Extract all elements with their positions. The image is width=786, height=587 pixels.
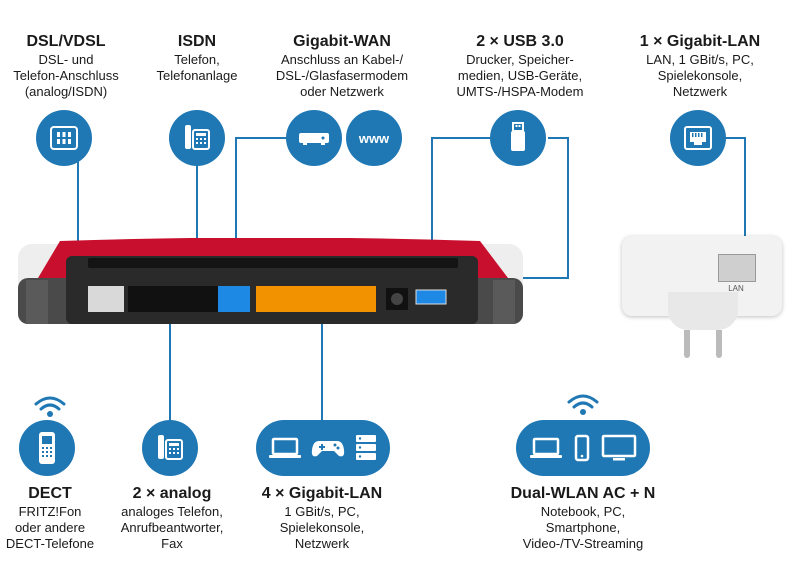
wifi-signal-icon-dect <box>34 396 66 417</box>
router-back-panel <box>18 238 523 324</box>
label-wlan-desc-1: Notebook, PC, <box>540 504 626 519</box>
analog-port-1 <box>158 286 188 312</box>
label-lan4-desc-2: Spielekonsole, <box>279 520 365 535</box>
label-wan-desc-2: DSL-/Glasfasermodem <box>275 68 409 83</box>
isdn-port <box>128 286 158 312</box>
lan-port-3 <box>316 286 346 312</box>
plug-pin-left <box>684 330 690 358</box>
server-icon <box>355 435 376 460</box>
wlan-devices-group <box>516 420 650 476</box>
label-isdn-desc-2: Telefonanlage <box>156 68 238 83</box>
label-dsl-desc-2: Telefon-Anschluss <box>13 68 119 83</box>
label-dect-desc-1: FRITZ!Fon <box>18 504 82 519</box>
lan-devices-group <box>256 420 390 476</box>
label-analog-desc-1: analoges Telefon, <box>121 504 223 519</box>
lan-port-icon <box>670 110 726 166</box>
vent-slots <box>88 258 458 268</box>
lan-port-4 <box>346 286 376 312</box>
label-lan4-desc-3: Netzwerk <box>294 536 350 551</box>
label-analog-title: 2 × analog <box>132 485 212 502</box>
label-wlan-desc-2: Smartphone, <box>545 520 621 535</box>
label-wlan: Dual-WLAN AC + N Notebook, PC, Smartphon… <box>494 484 672 552</box>
modem-icon <box>286 110 342 166</box>
repeater-port-label: LAN <box>728 284 744 293</box>
label-lan4-title: 4 × Gigabit-LAN <box>261 485 383 502</box>
repeater-plug <box>668 292 738 330</box>
analog-port-2 <box>188 286 218 312</box>
repeater-lan-port <box>718 254 756 282</box>
smartphone-icon <box>574 434 590 462</box>
wifi-signal-icon-wlan <box>567 394 599 415</box>
label-lan4: 4 × Gigabit-LAN 1 GBit/s, PC, Spielekons… <box>248 484 396 552</box>
usb-stick-icon <box>490 110 546 166</box>
label-usb-desc-2: medien, USB-Geräte, <box>457 68 583 83</box>
label-dect-desc-3: DECT-Telefone <box>5 536 95 551</box>
label-wlan-desc-3: Video-/TV-Streaming <box>522 536 644 551</box>
label-lan1: 1 × Gigabit-LAN LAN, 1 GBit/s, PC, Spiel… <box>622 32 778 100</box>
laptop-icon <box>530 437 563 458</box>
laptop-icon <box>269 437 302 458</box>
label-usb-title: 2 × USB 3.0 <box>476 33 564 50</box>
label-dsl: DSL/VDSL DSL- und Telefon-Anschluss (ana… <box>0 32 132 100</box>
line-usb-top <box>431 137 492 270</box>
label-lan1-desc-1: LAN, 1 GBit/s, PC, <box>646 52 754 67</box>
label-lan1-title: 1 × Gigabit-LAN <box>639 33 761 50</box>
label-dsl-desc-3: (analog/ISDN) <box>24 84 108 99</box>
label-isdn-desc-1: Telefon, <box>174 52 220 67</box>
dsl-port-icon <box>36 110 92 166</box>
label-lan4-desc-1: 1 GBit/s, PC, <box>284 504 360 519</box>
label-lan1-desc-2: Spielekonsole, <box>657 68 743 83</box>
label-analog: 2 × analog analoges Telefon, Anrufbeantw… <box>104 484 240 552</box>
label-dect: DECT FRITZ!Fon oder andere DECT-Telefone <box>0 484 100 552</box>
gamepad-icon <box>311 441 345 457</box>
dsl-port <box>88 286 124 312</box>
label-dsl-title: DSL/VDSL <box>26 33 106 50</box>
desk-phone-icon <box>169 110 225 166</box>
usb-port <box>415 289 447 305</box>
label-wan: Gigabit-WAN Anschluss an Kabel-/ DSL-/Gl… <box>262 32 422 100</box>
dect-phone-icon <box>19 420 75 476</box>
analog-phone-icon <box>142 420 198 476</box>
label-wan-title: Gigabit-WAN <box>293 33 391 50</box>
lan-port-2 <box>286 286 316 312</box>
lan-port-1 <box>256 286 286 312</box>
label-dsl-desc-1: DSL- und <box>38 52 94 67</box>
label-analog-desc-2: Anrufbeantworter, <box>120 520 224 535</box>
label-dect-desc-2: oder andere <box>14 520 86 535</box>
label-wan-desc-1: Anschluss an Kabel-/ <box>280 52 404 67</box>
label-usb-desc-1: Drucker, Speicher- <box>466 52 574 67</box>
label-isdn-title: ISDN <box>177 33 217 50</box>
label-wan-desc-3: oder Netzwerk <box>300 84 384 99</box>
label-lan1-desc-3: Netzwerk <box>672 84 728 99</box>
label-usb: 2 × USB 3.0 Drucker, Speicher- medien, U… <box>440 32 600 100</box>
label-analog-desc-3: Fax <box>161 536 183 551</box>
www-text: www <box>358 130 390 146</box>
label-usb-desc-3: UMTS-/HSPA-Modem <box>456 84 584 99</box>
line-usb-right <box>512 137 569 279</box>
label-isdn: ISDN Telefon, Telefonanlage <box>138 32 256 84</box>
line-wan <box>235 137 290 270</box>
plug-pin-right <box>716 330 722 358</box>
label-dect-title: DECT <box>28 485 72 502</box>
wan-port <box>218 286 250 312</box>
label-wlan-title: Dual-WLAN AC + N <box>510 485 656 502</box>
tv-monitor-icon <box>601 434 636 461</box>
internet-www-icon: www <box>346 110 402 166</box>
